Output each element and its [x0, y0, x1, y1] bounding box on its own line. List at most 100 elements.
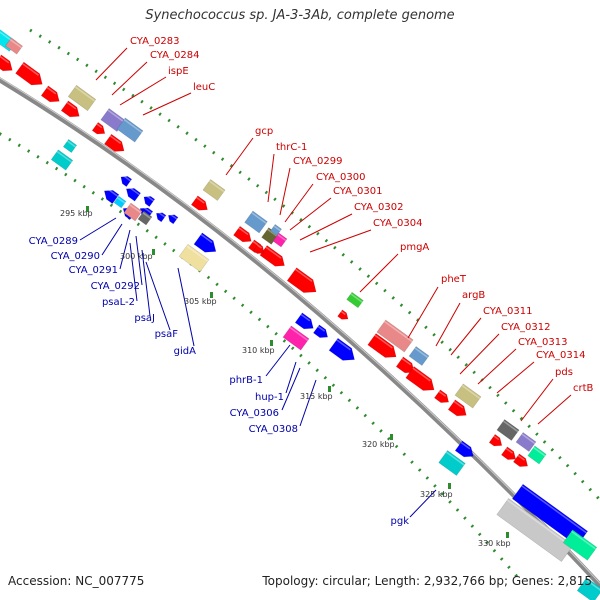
label-leader-line: [289, 197, 332, 231]
label-leader-line: [284, 183, 314, 223]
gene-features: [0, 28, 600, 600]
gene-block: [454, 383, 482, 409]
gene-label-gcp: gcp: [255, 126, 273, 137]
gene-label-cya-0312: CYA_0312: [501, 322, 550, 333]
gene-arrow-forward: [0, 54, 13, 72]
gene-block: [4, 37, 24, 55]
gene-block: [282, 325, 310, 351]
label-leaders: [79, 47, 572, 518]
gene-block: [408, 346, 430, 366]
scale-tick: [152, 249, 155, 255]
scale-mark-label: 295 kbp: [60, 209, 93, 218]
gene-arrow-forward: [312, 324, 329, 338]
gene-block: [113, 195, 127, 209]
label-leader-line: [299, 213, 353, 241]
gene-label-pgk: pgk: [391, 516, 410, 527]
label-leader-line: [119, 76, 167, 106]
gene-label-cya-0314: CYA_0314: [536, 350, 585, 361]
label-leader-line: [309, 229, 372, 253]
label-leader-line: [520, 378, 554, 422]
gene-block: [515, 432, 537, 452]
label-leader-line: [435, 302, 461, 347]
label-leader-line: [359, 253, 399, 293]
gene-arrow-forward: [15, 61, 43, 86]
scale-mark-label: 300 kbp: [120, 252, 153, 261]
scale-mark-label: 325 kbp: [420, 490, 453, 499]
gene-block: [576, 577, 600, 600]
gene-block: [67, 84, 97, 112]
map-title: Synechococcus sp. JA-3-3Ab, complete gen…: [145, 8, 455, 23]
gene-arrow-forward: [60, 100, 80, 118]
gene-arrow-forward: [447, 399, 467, 417]
label-leader-line: [177, 267, 195, 347]
gene-arrow-forward: [337, 309, 349, 320]
label-leader-line: [225, 137, 254, 176]
gene-label-phet: pheT: [441, 274, 467, 285]
label-leader-line: [450, 317, 482, 356]
gene-arrow-reverse: [125, 185, 142, 202]
label-leader-line: [537, 394, 572, 425]
scale-tick: [270, 340, 273, 346]
scale-tick: [390, 434, 393, 440]
track-guide: [29, 28, 600, 502]
label-leader-line: [129, 242, 138, 302]
label-leader-line: [141, 249, 151, 317]
gene-label-cya-0299: CYA_0299: [293, 156, 342, 167]
gene-arrow-forward: [500, 446, 517, 460]
gene-label-cya-0292: CYA_0292: [91, 281, 140, 292]
gene-block: [123, 202, 143, 222]
gene-arrow-forward: [91, 122, 106, 135]
label-leader-line: [267, 153, 275, 203]
gene-label-cya-0300: CYA_0300: [316, 172, 365, 183]
label-leader-line: [407, 286, 439, 339]
gene-label-leuc: leuC: [193, 82, 215, 93]
gene-arrow-forward: [405, 366, 435, 391]
gene-label-cya-0304: CYA_0304: [373, 218, 422, 229]
gene-arrow-forward: [103, 133, 125, 152]
gene-label-pds: pds: [555, 367, 573, 378]
label-leader-line: [496, 361, 535, 394]
label-leader-line: [101, 223, 123, 256]
gene-arrow-forward: [233, 225, 252, 243]
gene-label-cya-0302: CYA_0302: [354, 202, 403, 213]
gene-arrow-forward: [286, 267, 317, 293]
gene-label-cya-0313: CYA_0313: [518, 337, 567, 348]
gene-arrow-forward: [488, 434, 503, 447]
scale-tick: [448, 483, 451, 489]
gene-label-psaj: psaJ: [134, 313, 155, 324]
label-leader-line: [279, 167, 291, 216]
gene-block: [116, 117, 144, 143]
label-leader-line: [135, 235, 143, 286]
gene-label-cya-0308: CYA_0308: [249, 424, 298, 435]
gene-block: [202, 179, 226, 201]
gene-arrow-forward: [193, 232, 217, 253]
gene-label-ispe: ispE: [168, 66, 189, 77]
gene-arrow-forward: [259, 245, 285, 267]
gene-label-crtb: crtB: [573, 383, 594, 394]
scale-mark-label: 315 kbp: [300, 392, 333, 401]
scale-mark-label: 330 kbp: [478, 539, 511, 548]
gene-arrow-forward: [433, 389, 450, 403]
label-leader-line: [119, 229, 131, 270]
gene-label-psal-2: psaL-2: [102, 297, 135, 308]
label-leader-line: [299, 379, 317, 427]
gene-block: [527, 445, 547, 465]
gene-arrow-reverse: [167, 213, 179, 225]
gene-block: [269, 223, 283, 237]
gene-block: [438, 450, 466, 476]
label-leader-line: [459, 333, 500, 375]
gene-label-argb: argB: [462, 290, 485, 301]
scale-mark-label: 310 kbp: [242, 346, 275, 355]
scale-tick: [210, 292, 213, 298]
gene-arrow-reverse: [155, 211, 167, 223]
gene-arrow-forward: [454, 440, 474, 458]
scale-mark-label: 320 kbp: [362, 440, 395, 449]
gene-label-gida: gidA: [174, 346, 196, 357]
label-leader-line: [145, 261, 171, 331]
gene-arrow-forward: [190, 195, 208, 211]
gene-label-hup-1: hup-1: [255, 392, 284, 403]
gene-label-psaf: psaF: [155, 329, 179, 340]
